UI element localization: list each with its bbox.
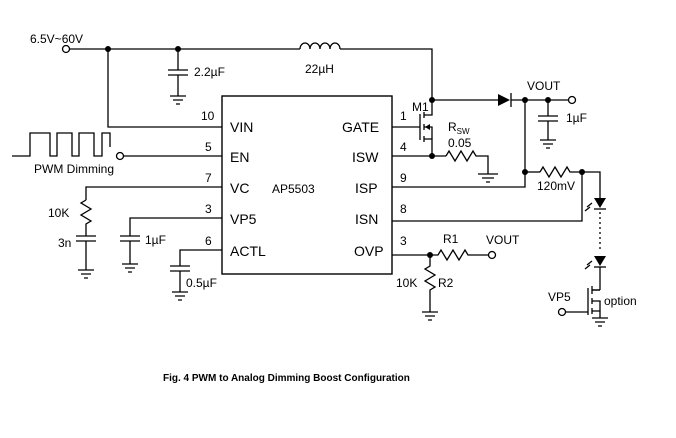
option-label: option <box>604 294 637 308</box>
inductor <box>299 42 433 100</box>
pin-gate-name: GATE <box>342 119 379 135</box>
pin-actl-num: 6 <box>205 234 212 248</box>
led-1 <box>584 198 606 212</box>
vp5-gate-label: VP5 <box>548 290 571 304</box>
output-cap-label: 1µF <box>566 111 587 125</box>
resistor-r1 <box>430 248 488 262</box>
pin-en-name: EN <box>230 149 249 165</box>
pin-isn-num: 8 <box>400 202 407 216</box>
comp-res-label: 10K <box>48 206 69 220</box>
pin-isp-num: 9 <box>400 171 407 185</box>
vout-ovp-terminal <box>487 250 497 260</box>
pin-gate-num: 1 <box>400 109 407 123</box>
pin-ovp-num: 3 <box>400 234 407 248</box>
pin-vin-name: VIN <box>230 119 253 135</box>
r1-label: R1 <box>443 232 459 246</box>
actl-capacitor <box>170 265 190 301</box>
pin-isn-name: ISN <box>355 211 378 227</box>
ic-body <box>221 95 393 275</box>
inductor-label: 22µH <box>305 62 334 76</box>
pin-vc-num: 7 <box>205 171 212 185</box>
resistor-r2 <box>422 255 438 321</box>
pin-isp-name: ISP <box>355 180 378 196</box>
r2-label: R2 <box>438 276 454 290</box>
ic-name: AP5503 <box>272 182 315 196</box>
rsw-label: RSW <box>448 120 470 136</box>
figure-caption: Fig. 4 PWM to Analog Dimming Boost Confi… <box>163 373 410 384</box>
pwm-waveform <box>12 132 111 157</box>
actl-cap-label: 0.5µF <box>186 276 217 290</box>
comp-resistor <box>79 199 93 236</box>
output-capacitor <box>538 100 558 149</box>
vout-ovp-label: VOUT <box>486 233 520 247</box>
sense-resistor-rsw <box>445 149 498 183</box>
led-sense-resistor <box>539 165 582 179</box>
comp-cap-label: 3n <box>58 236 71 250</box>
pin-ovp-name: OVP <box>354 243 384 259</box>
option-mosfet <box>566 286 608 327</box>
vp5-gate-terminal <box>557 307 567 317</box>
boost-diode <box>498 93 568 107</box>
rsw-value: 0.05 <box>448 136 472 150</box>
vp5-cap-label: 1µF <box>145 233 166 247</box>
en-terminal <box>115 151 125 161</box>
r2-value: 10K <box>396 276 417 290</box>
pin-en-num: 5 <box>205 140 212 154</box>
pin-actl-name: ACTL <box>230 243 266 259</box>
sense-voltage-label: 120mV <box>537 179 575 193</box>
input-cap-label: 2.2µF <box>194 65 225 79</box>
pwm-label: PWM Dimming <box>34 162 114 176</box>
input-capacitor <box>168 49 188 105</box>
comp-capacitor <box>76 235 96 279</box>
mosfet-m1 <box>392 100 433 156</box>
pin-vp5-num: 3 <box>205 202 212 216</box>
vp5-capacitor <box>120 235 140 273</box>
vout-terminal <box>567 95 577 105</box>
pin-vp5-name: VP5 <box>230 211 257 227</box>
pin-vin-num: 10 <box>201 109 215 123</box>
vin-supply-label: 6.5V~60V <box>30 32 83 46</box>
pin-vc-name: VC <box>230 180 249 196</box>
vout-top-label: VOUT <box>527 79 561 93</box>
vin-terminal <box>61 44 71 54</box>
mosfet-label: M1 <box>412 100 429 114</box>
pin-isw-name: ISW <box>352 149 379 165</box>
led-2 <box>584 256 606 270</box>
pin-isw-num: 4 <box>400 140 407 154</box>
